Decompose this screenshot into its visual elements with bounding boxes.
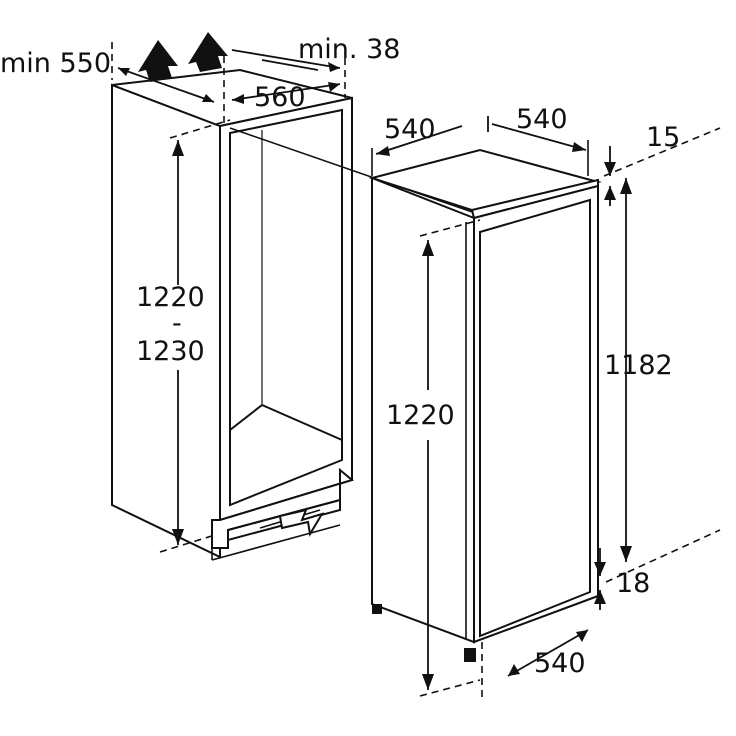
niche-side-panel <box>111 83 221 559</box>
dim-line-gap-38-b <box>261 59 319 71</box>
dim-line-depth-550 <box>117 67 215 103</box>
label-bottom-offset: 18 <box>616 568 650 599</box>
label-door-height: 1182 <box>604 350 673 381</box>
niche-dimensions <box>111 42 346 553</box>
airflow-arrow-icon <box>188 32 228 72</box>
appliance-foot <box>464 648 476 662</box>
dim-line-width-560 <box>231 83 341 101</box>
label-niche-depth-min: min 550 <box>0 48 111 79</box>
label-appliance-height: 1220 <box>386 400 455 431</box>
label-niche-height-a: 1220 <box>136 282 205 313</box>
label-appliance-width-bottom: 540 <box>534 648 586 679</box>
label-top-gap-min: min. 38 <box>298 34 400 65</box>
label-niche-width: 560 <box>254 82 306 113</box>
niche-cabinet <box>111 68 355 561</box>
label-niche-height-b: 1230 <box>136 336 205 367</box>
top-airflow-arrows <box>138 32 228 82</box>
niche-opening <box>229 108 343 507</box>
appliance-body <box>368 148 602 662</box>
label-niche-height-separator: - <box>172 308 182 339</box>
niche-base-line <box>211 524 341 561</box>
appliance-door <box>479 198 591 638</box>
label-appliance-depth-top: 540 <box>516 104 568 135</box>
appliance-foot <box>372 604 382 614</box>
appliance-dimensions <box>371 116 721 700</box>
appliance-front <box>473 184 599 644</box>
dim-line-gap-38 <box>231 49 341 69</box>
label-appliance-width-top: 540 <box>384 114 436 145</box>
label-top-offset: 15 <box>646 122 680 153</box>
airflow-arrow-icon <box>138 40 178 82</box>
airflow-inlet-arrow-icon <box>278 508 325 537</box>
